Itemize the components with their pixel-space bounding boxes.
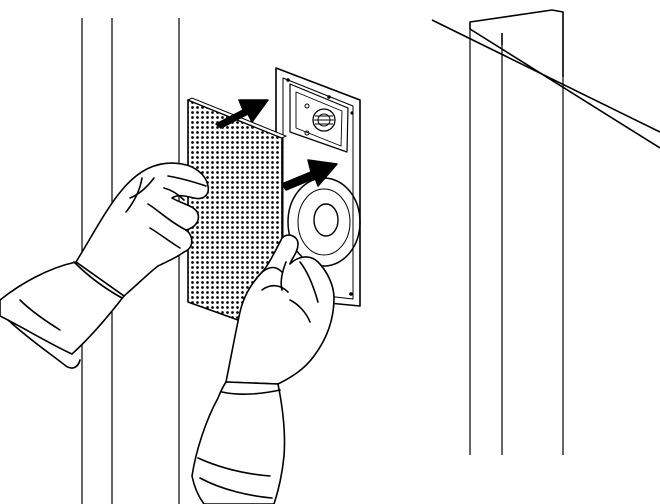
arrow-right-icon (281, 159, 338, 191)
left-hand (0, 162, 210, 369)
right-hand (191, 234, 335, 504)
tweeter (312, 108, 336, 132)
ceiling-beam (431, 9, 660, 149)
arrow-right-icon (215, 99, 269, 129)
right-wall-lines (469, 29, 564, 455)
speaker-control-panel (289, 83, 349, 153)
